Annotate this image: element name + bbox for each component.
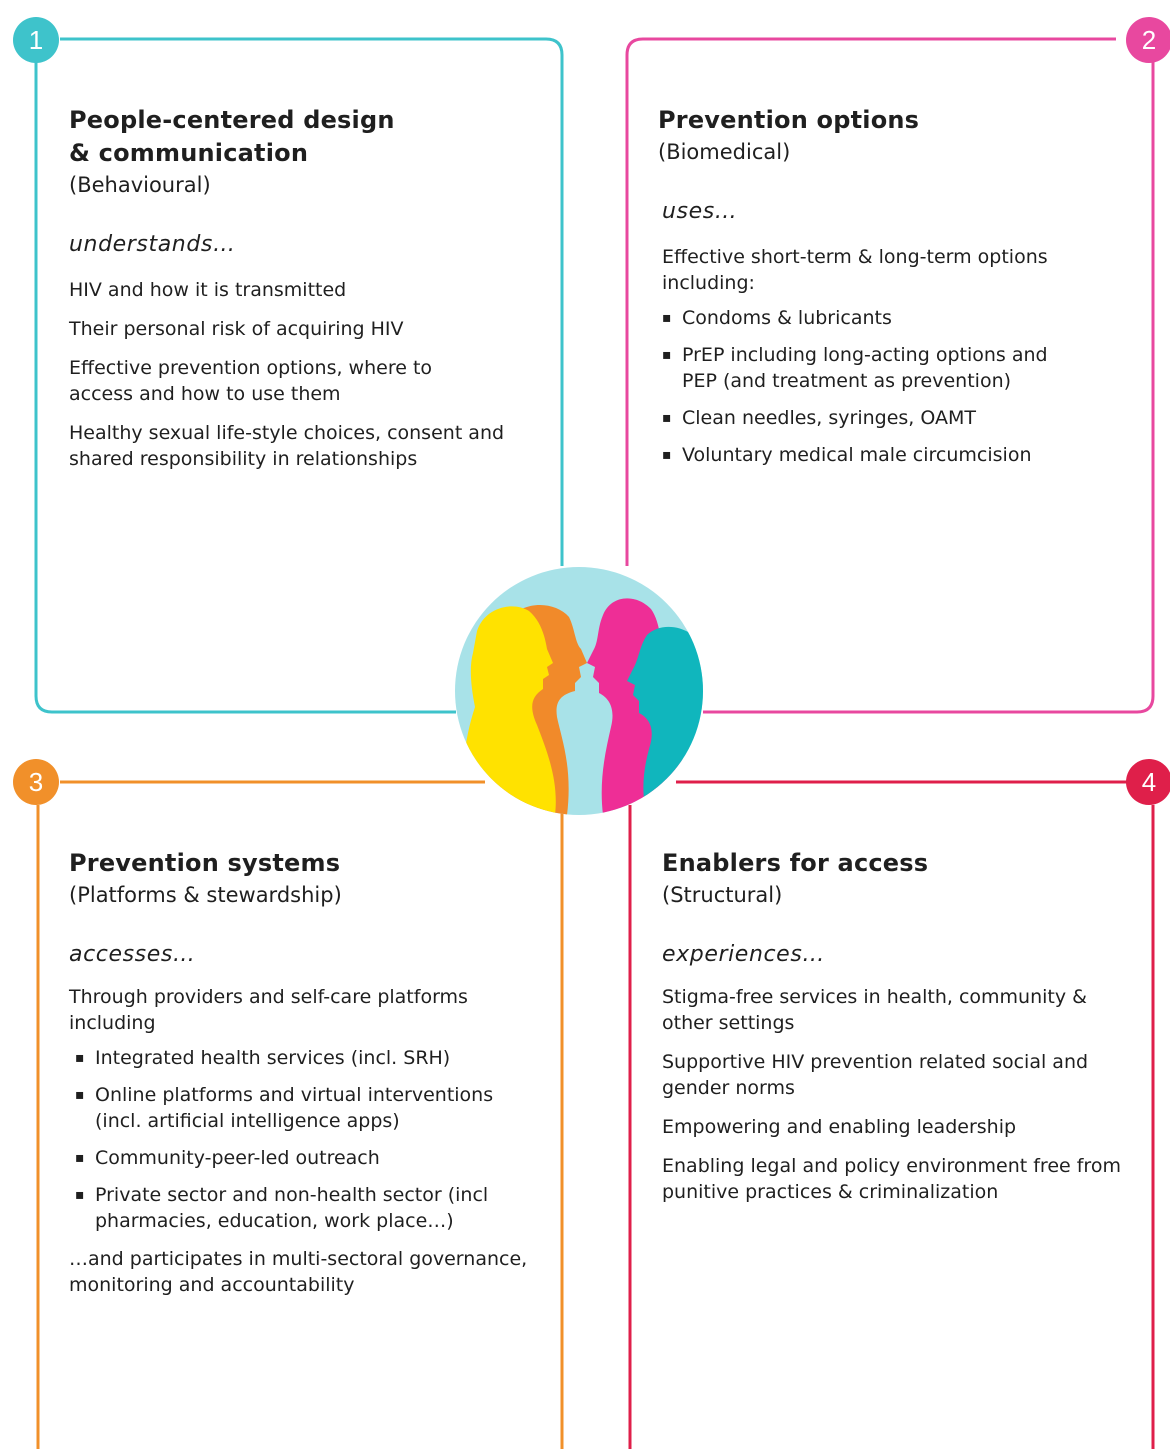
quadrant-4-title: Enablers for access <box>662 849 929 877</box>
quadrant-4-frame <box>628 780 1155 1449</box>
quadrant-4-content: Enablers for access (Structural) experie… <box>662 847 1132 1205</box>
quadrant-3-title: Prevention systems <box>69 849 341 877</box>
quadrant-2-content: Prevention options (Biomedical) uses… Ef… <box>658 104 1128 468</box>
quadrant-3-frame <box>36 780 564 1449</box>
quadrant-2-bullet: PrEP including long-acting options and P… <box>662 342 1082 394</box>
quadrant-4-subtitle: (Structural) <box>662 883 783 907</box>
quadrant-4-verb: experiences… <box>662 942 825 967</box>
quadrant-4-item: Stigma-free services in health, communit… <box>662 986 1087 1034</box>
quadrant-4-item: Empowering and enabling leadership <box>662 1116 1017 1138</box>
quadrant-4-item: Enabling legal and policy environment fr… <box>662 1155 1121 1203</box>
yellow-profile-silhouette <box>462 606 556 815</box>
quadrant-2-intro: Effective short-term & long-term options… <box>662 246 1048 294</box>
quadrant-1-content: People-centered design & communication (… <box>69 104 529 472</box>
quadrant-3-verb: accesses… <box>69 942 196 967</box>
quadrant-1-item: Their personal risk of acquiring HIV <box>69 318 404 340</box>
quadrant-2-bullet: Voluntary medical male circumcision <box>662 442 1082 468</box>
quadrant-2-verb: uses… <box>662 199 738 224</box>
quadrant-3-bullet: Community-peer-led outreach <box>75 1145 515 1171</box>
quadrant-3-bullet: Private sector and non-health sector (in… <box>75 1182 515 1234</box>
quadrant-3-subtitle: (Platforms & stewardship) <box>69 883 342 907</box>
quadrant-3-outro: …and participates in multi-sectoral gove… <box>69 1248 528 1296</box>
quadrant-3-bullet: Online platforms and virtual interventio… <box>75 1082 515 1134</box>
quadrant-1-item: HIV and how it is transmitted <box>69 279 347 301</box>
quadrant-3-content: Prevention systems (Platforms & stewards… <box>69 847 544 1298</box>
quadrant-1-item: Effective prevention options, where to a… <box>69 357 433 405</box>
quadrant-1-verb: understands… <box>69 232 236 257</box>
quadrant-2-bullet-list: Condoms & lubricants PrEP including long… <box>658 305 1082 468</box>
quadrant-3-bullet-list: Integrated health services (incl. SRH) O… <box>69 1045 515 1234</box>
quadrant-3-intro: Through providers and self-care platform… <box>69 986 468 1034</box>
quadrant-2-title: Prevention options <box>658 106 920 134</box>
people-silhouettes-illustration <box>455 567 703 815</box>
quadrant-1-item: Healthy sexual life-style choices, conse… <box>69 422 505 470</box>
quadrant-3-number-badge: 3 <box>13 759 59 805</box>
quadrant-1-frame <box>34 37 564 714</box>
quadrant-1-title-line2: & communication <box>69 139 309 167</box>
quadrant-2-number-badge: 2 <box>1126 17 1170 63</box>
quadrant-1-title-line1: People-centered design <box>69 106 395 134</box>
quadrant-1-subtitle: (Behavioural) <box>69 173 211 197</box>
quadrant-4-item: Supportive HIV prevention related social… <box>662 1051 1089 1099</box>
quadrant-2-bullet: Condoms & lubricants <box>662 305 1082 331</box>
quadrant-2-subtitle: (Biomedical) <box>658 140 791 164</box>
quadrant-1-number-badge: 1 <box>13 17 59 63</box>
quadrant-4-number-badge: 4 <box>1126 759 1170 805</box>
quadrant-3-bullet: Integrated health services (incl. SRH) <box>75 1045 515 1071</box>
quadrant-2-frame <box>625 37 1155 714</box>
quadrant-2-bullet: Clean needles, syringes, OAMT <box>662 405 1082 431</box>
